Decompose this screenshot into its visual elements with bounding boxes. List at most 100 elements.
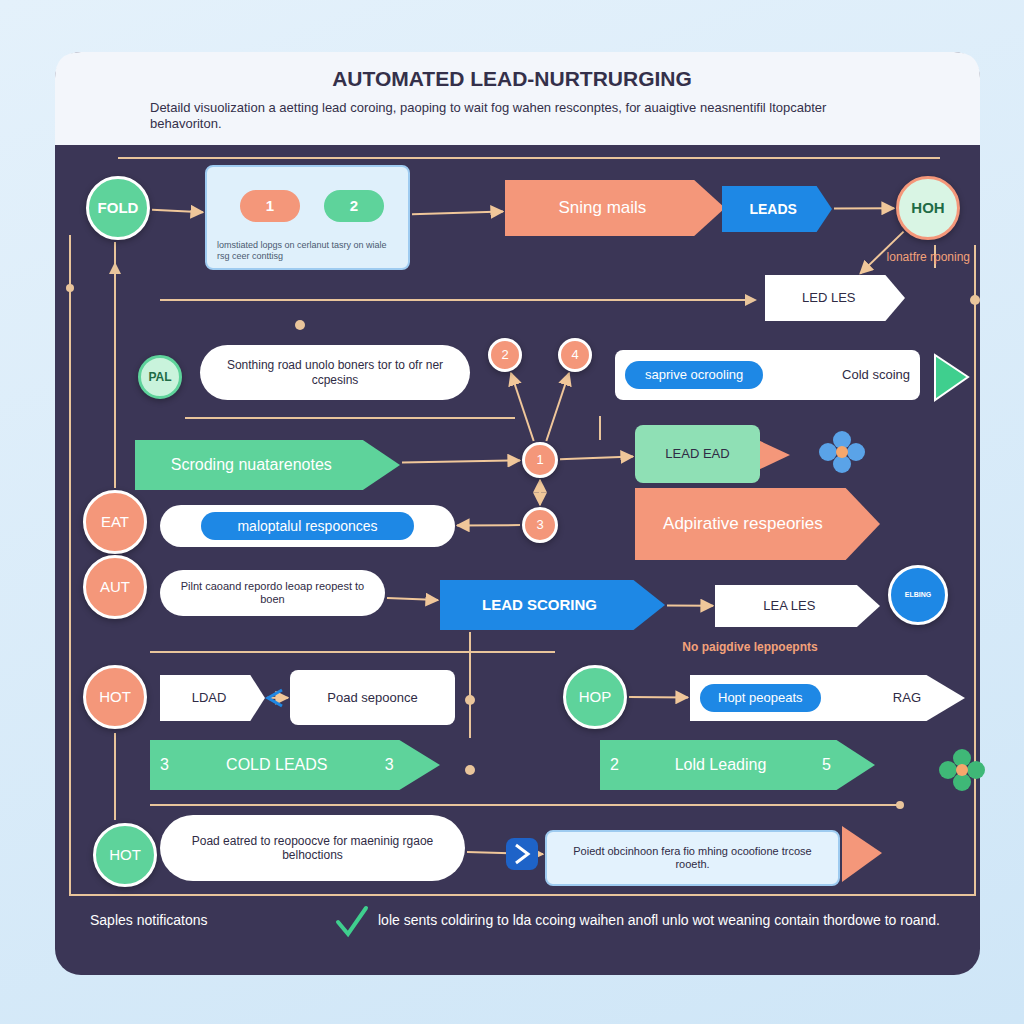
node-text: LEADS bbox=[749, 201, 796, 218]
text-holder: Poad eatred to reopoocve for maeninig rg… bbox=[160, 815, 465, 881]
text-holder: LDAD bbox=[160, 675, 265, 721]
connector bbox=[402, 460, 520, 462]
text-holder: 1 bbox=[525, 445, 555, 475]
node-text: HOT bbox=[109, 846, 141, 864]
status-circle: PAL bbox=[138, 355, 182, 399]
arrow-outline bbox=[600, 740, 875, 790]
status-circle: EAT bbox=[83, 490, 147, 554]
text-holder: 2Lold Leading5 bbox=[600, 740, 875, 790]
text-holder: 1 bbox=[240, 190, 300, 222]
text-holder: LEA LES bbox=[715, 585, 880, 627]
play-triangle bbox=[935, 355, 968, 400]
arrow-outline bbox=[135, 440, 400, 490]
node-text: 2 bbox=[501, 347, 508, 363]
text-holder: Sonthing road unolo boners tor to ofr ne… bbox=[200, 345, 470, 400]
node-text: Pilnt caoand repordo leoap reopest to bo… bbox=[170, 580, 375, 606]
text-holder: ELBING bbox=[891, 568, 945, 622]
process-pill: maloptalul respoonces bbox=[160, 505, 455, 547]
text-holder: EAT bbox=[86, 493, 144, 551]
flower-icon bbox=[939, 749, 985, 791]
node-text: HOT bbox=[99, 688, 131, 706]
note-label: lonatfre rponing bbox=[780, 250, 970, 265]
connector bbox=[457, 524, 520, 526]
status-circle: AUT bbox=[83, 555, 147, 619]
node-text: 1 bbox=[266, 197, 274, 215]
text-holder: Scroding nuatarenotes bbox=[135, 440, 400, 490]
text-holder: LEAD SCORING bbox=[440, 580, 665, 630]
node-text: RAG bbox=[893, 690, 921, 706]
note-box: Poiedt obcinhoon fera fio mhing ocoofion… bbox=[545, 830, 840, 886]
process-pill: Pilnt caoand repordo leoap reopest to bo… bbox=[160, 570, 385, 616]
node-text: PAL bbox=[148, 370, 171, 384]
process-arrow: 3 COLD LEADS 3 bbox=[150, 740, 440, 790]
process-pill: Sonthing road unolo boners tor to ofr ne… bbox=[200, 345, 470, 400]
connector bbox=[546, 373, 569, 441]
score-box: saprive ocrooling Cold scoing bbox=[615, 350, 920, 400]
caption: lole sents coldiring to lda ccoing waihe… bbox=[378, 912, 958, 930]
text-holder: Poad sepoonce bbox=[290, 670, 455, 725]
arrow-outline bbox=[635, 488, 880, 560]
node-text: 3 bbox=[385, 755, 394, 774]
text-holder: HOH bbox=[899, 179, 957, 237]
arrow-outline bbox=[715, 585, 880, 627]
connector bbox=[834, 207, 894, 209]
node-text: 4 bbox=[571, 347, 578, 363]
text-holder: Poiedt obcinhoon fera fio mhing ocoofion… bbox=[547, 832, 838, 884]
node-text: LED LES bbox=[802, 290, 855, 306]
node-text: Scroding nuatarenotes bbox=[171, 455, 332, 474]
node-text: saprive ocrooling bbox=[625, 361, 763, 389]
connector bbox=[560, 457, 633, 460]
arrow-outline bbox=[150, 740, 440, 790]
node-text: Poiedt obcinhoon fera fio mhing ocoofion… bbox=[557, 845, 828, 871]
step-pill: 2 bbox=[324, 190, 384, 222]
node-text: COLD LEADS bbox=[226, 755, 327, 774]
connector bbox=[412, 212, 503, 215]
flower-icon bbox=[819, 431, 865, 473]
node-text: Sning mails bbox=[558, 198, 646, 218]
node-text: Poad eatred to reopoocve for maeninig rg… bbox=[170, 834, 455, 863]
arrow-outline bbox=[765, 275, 905, 321]
node-text: 2 bbox=[610, 755, 619, 774]
status-circle: HOT bbox=[93, 823, 157, 887]
status-circle: FOLD bbox=[86, 176, 150, 240]
text-holder: HOT bbox=[96, 826, 154, 884]
text-holder: LEADS bbox=[722, 186, 832, 232]
process-arrow: Hopt peopeatsRAG bbox=[690, 675, 965, 721]
node-text: 1 bbox=[536, 452, 543, 468]
node-text: AUT bbox=[100, 578, 130, 596]
arrow-outline bbox=[160, 675, 265, 721]
status-circle: HOT bbox=[83, 665, 147, 729]
text-holder: Sning mails bbox=[505, 180, 725, 236]
node-text: Poad sepoonce bbox=[327, 690, 417, 706]
text-holder: 3 COLD LEADS 3 bbox=[150, 740, 440, 790]
node-text: lomstiated lopgs on cerlanut tasry on wi… bbox=[217, 240, 398, 262]
text-holder: PAL bbox=[141, 358, 179, 396]
text-holder: FOLD bbox=[89, 179, 147, 237]
text-holder: Pilnt caoand repordo leoap reopest to bo… bbox=[160, 570, 385, 616]
connector bbox=[511, 373, 534, 441]
arrow-outline bbox=[722, 186, 832, 232]
connector bbox=[152, 210, 203, 213]
node-text: ELBING bbox=[905, 591, 931, 599]
note-label: Saples notificatons bbox=[90, 912, 330, 930]
process-box: Poad sepoonce bbox=[290, 670, 455, 725]
subtitle: Detaild visuolization a aetting lead cor… bbox=[150, 100, 880, 133]
lead-box: LEAD EAD bbox=[635, 425, 760, 483]
text-holder: 3 bbox=[525, 510, 555, 540]
text-holder: HOP bbox=[566, 668, 624, 726]
orange-tip bbox=[758, 440, 790, 470]
process-arrow: LEA LES bbox=[715, 585, 880, 627]
node-text: EAT bbox=[101, 513, 129, 531]
node-text: 3 bbox=[160, 755, 169, 774]
header-band bbox=[55, 52, 980, 145]
text-holder: 2 bbox=[491, 341, 519, 369]
node-text: 2 bbox=[350, 197, 358, 215]
node-text: Adpirative respeories bbox=[663, 514, 823, 534]
chevron-icon bbox=[268, 690, 282, 706]
node-text: Cold scoing bbox=[842, 367, 910, 383]
node-text: LEA LES bbox=[763, 598, 815, 614]
chevron-icon bbox=[506, 838, 538, 870]
callout-circle: 3 bbox=[522, 507, 558, 543]
